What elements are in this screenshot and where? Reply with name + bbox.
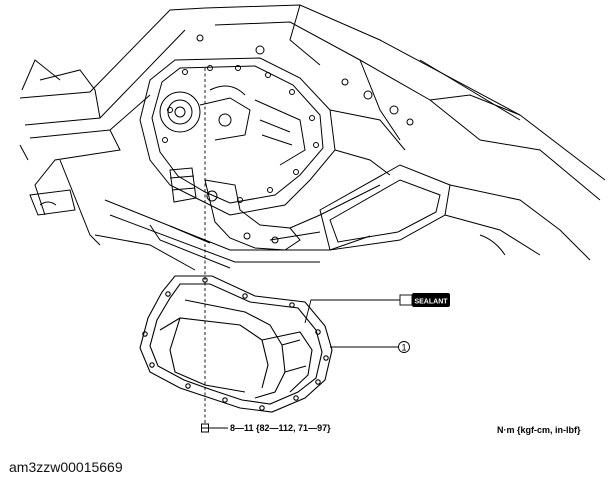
pan-bolt-icon: [201, 423, 209, 433]
torque-spec-label: 8—11 {82—112, 71—97}: [230, 423, 331, 433]
unit-note-label: N·m {kgf-cm, in-lbf}: [497, 425, 581, 435]
sealant-tube-icon: SEALANT: [399, 293, 450, 307]
sealant-label: SEALANT: [414, 299, 448, 306]
part-number-label: 1: [401, 343, 406, 353]
part-number-callout: 1: [330, 341, 410, 353]
bolt-alignment: [201, 68, 228, 433]
part-number-circle: [398, 341, 410, 353]
vehicle-underbody: [19, 4, 606, 271]
block-bolts: [162, 65, 319, 203]
figure-caption: am3zzw00015669: [9, 459, 123, 475]
sealant-callout: SEALANT: [304, 293, 450, 324]
oil-pan: [139, 275, 333, 413]
